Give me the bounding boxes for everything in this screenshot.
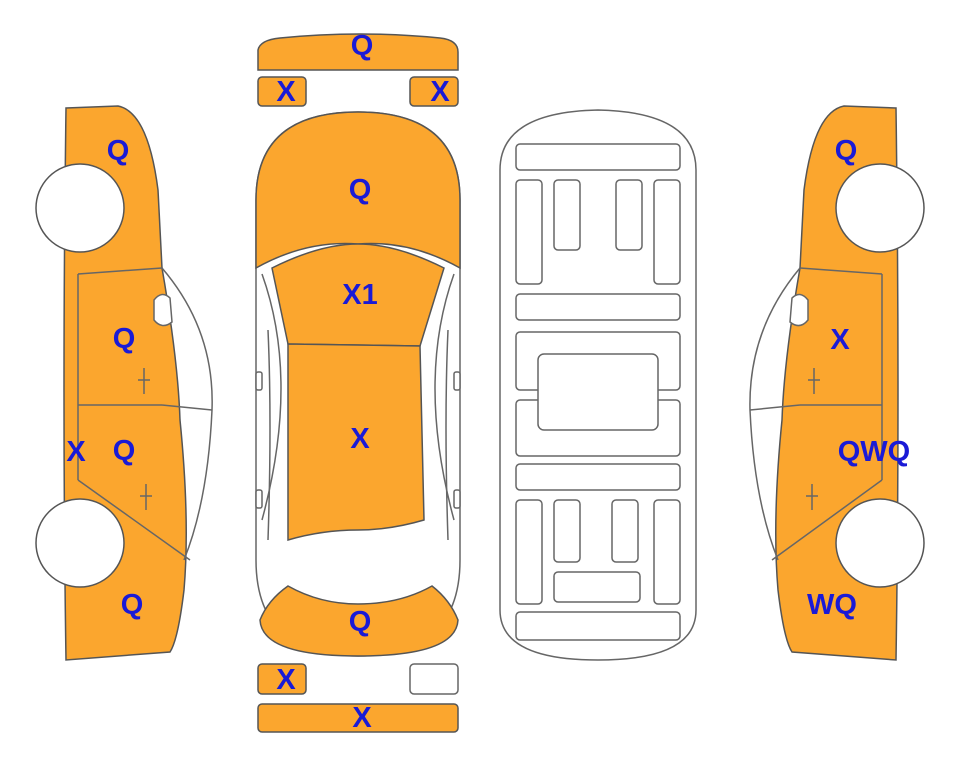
- label-front-bumper: Q: [351, 30, 374, 62]
- label-roof: X: [350, 423, 370, 455]
- label-trunk: Q: [349, 606, 372, 638]
- right-rear-wheel: [835, 498, 925, 588]
- underbody-right-rear-pad: [611, 499, 639, 563]
- label-left-rear-door: Q: [113, 435, 136, 467]
- underbody-center-tunnel: [537, 353, 659, 431]
- underbody-left-rear-pad: [553, 499, 581, 563]
- windshield-panel[interactable]: [271, 243, 445, 347]
- right-front-wheel: [835, 163, 925, 253]
- right-window-divider: [749, 404, 801, 411]
- headlight-right-panel[interactable]: [409, 76, 459, 107]
- label-left-rear-quarter: Q: [121, 589, 144, 621]
- label-hood: Q: [349, 174, 372, 206]
- left-mirror-icon: [153, 293, 173, 327]
- label-left-front-door: Q: [113, 323, 136, 355]
- label-right-front-door: X: [830, 324, 850, 356]
- right-rear-handle-top-icon: [453, 489, 461, 509]
- left-fender-door-seam: [77, 267, 163, 275]
- label-left-rocker: X: [66, 436, 86, 468]
- trunk-panel[interactable]: [259, 585, 459, 657]
- label-windshield: X1: [342, 279, 377, 311]
- underbody-rear-panel: [515, 611, 681, 641]
- left-front-handle-icon: [138, 368, 150, 394]
- underbody-front-crossmember: [515, 143, 681, 171]
- headlight-left-panel[interactable]: [257, 76, 307, 107]
- left-window-divider: [161, 404, 213, 411]
- underbody-right-front-rail: [653, 179, 681, 285]
- hood-panel[interactable]: [255, 111, 461, 270]
- front-bumper-panel[interactable]: [257, 33, 459, 71]
- label-headlight-right: X: [430, 76, 450, 108]
- underbody-left-front-pad: [553, 179, 581, 251]
- right-a-pillar: [434, 273, 455, 521]
- left-side-glass: [267, 329, 271, 541]
- left-rear-door-seam: [77, 479, 191, 561]
- left-mirror-top-icon: [255, 371, 263, 391]
- left-front-wheel: [35, 163, 125, 253]
- top-view: Q X X Q X1 X Q X X: [255, 30, 461, 734]
- underbody-left-rear-rail: [515, 499, 543, 605]
- underbody-spare-well: [553, 571, 641, 603]
- label-right-rear-door: QWQ: [838, 436, 911, 468]
- right-side-view: Q X QWQ WQ: [749, 105, 925, 661]
- right-front-handle-icon: [808, 368, 820, 394]
- underbody-left-front-rail: [515, 179, 543, 285]
- rear-bumper-panel[interactable]: [257, 703, 459, 733]
- right-rear-door-seam: [771, 479, 883, 561]
- underbody-rear-crossmember: [515, 463, 681, 491]
- roof-panel[interactable]: [287, 343, 425, 542]
- label-right-rear-quarter: WQ: [807, 589, 857, 621]
- left-a-pillar: [261, 273, 282, 521]
- right-rear-handle-icon: [806, 484, 818, 510]
- underbody-view: [499, 109, 697, 661]
- right-side-glass: [445, 329, 449, 541]
- left-rear-handle-top-icon: [255, 489, 263, 509]
- label-right-front-fender: Q: [835, 135, 858, 167]
- taillight-left-panel[interactable]: [257, 663, 307, 695]
- taillight-right-panel[interactable]: [409, 663, 459, 695]
- label-headlight-left: X: [276, 76, 296, 108]
- label-left-front-fender: Q: [107, 135, 130, 167]
- label-rear-bumper: X: [352, 702, 372, 734]
- underbody-right-rear-rail: [653, 499, 681, 605]
- left-rear-handle-icon: [140, 484, 152, 510]
- underbody-mid-crossmember: [515, 293, 681, 321]
- left-side-view: Q Q X Q Q: [35, 105, 213, 661]
- left-rear-wheel: [35, 498, 125, 588]
- label-taillight-left: X: [276, 664, 296, 696]
- right-mirror-top-icon: [453, 371, 461, 391]
- right-fender-door-seam: [799, 267, 883, 275]
- underbody-right-front-pad: [615, 179, 643, 251]
- right-mirror-icon: [789, 293, 809, 327]
